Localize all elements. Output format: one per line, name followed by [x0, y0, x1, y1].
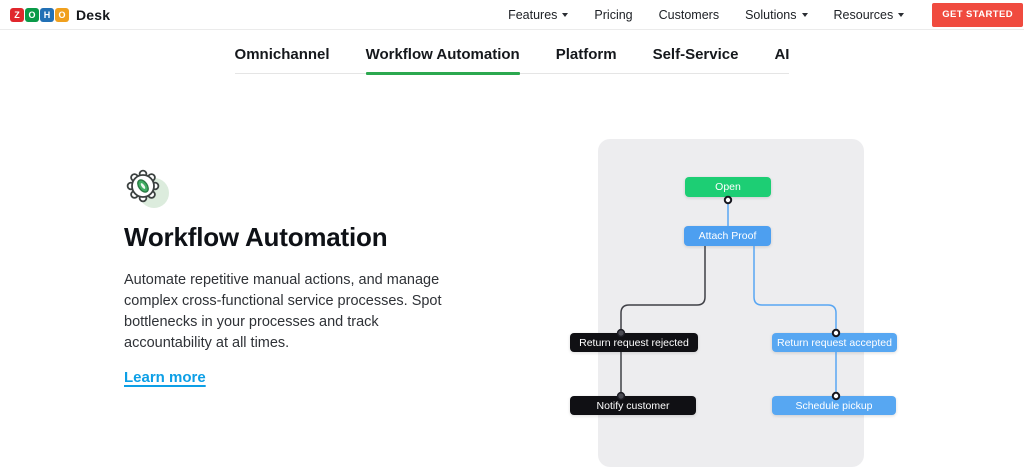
brand-logo[interactable]: Z O H O Desk — [10, 7, 110, 23]
tab-self-service[interactable]: Self-Service — [653, 46, 739, 73]
tab-ai[interactable]: AI — [774, 46, 789, 73]
chevron-down-icon — [801, 12, 808, 17]
chevron-down-icon — [562, 12, 569, 17]
flow-node-schedule-pickup[interactable]: Schedule pickup — [772, 396, 896, 415]
tab-omnichannel[interactable]: Omnichannel — [235, 46, 330, 73]
logo-tile-h: H — [40, 7, 54, 22]
tab-ai-label: AI — [774, 46, 790, 63]
nav-item-pricing-label: Pricing — [594, 7, 633, 22]
tab-platform-label: Platform — [555, 46, 617, 63]
feature-tabs: Omnichannel Workflow Automation Platform… — [0, 30, 1024, 75]
nav-item-resources-label: Resources — [833, 7, 894, 22]
logo-tile-z: Z — [10, 7, 24, 22]
tab-self-service-label: Self-Service — [652, 46, 739, 63]
chevron-down-icon — [898, 12, 905, 17]
logo-tile-o1: O — [25, 7, 39, 22]
flow-node-return-request-accepted[interactable]: Return request accepted — [772, 333, 897, 352]
flow-node-notify-customer[interactable]: Notify customer — [570, 396, 696, 415]
tabs-strip: Omnichannel Workflow Automation Platform… — [234, 30, 790, 75]
zoho-logo: Z O H O — [10, 7, 69, 22]
flow-node-return-request-rejected[interactable]: Return request rejected — [570, 333, 698, 352]
gear-icon — [126, 169, 169, 208]
tab-platform[interactable]: Platform — [556, 46, 617, 73]
feature-description: Automate repetitive manual actions, and … — [124, 272, 442, 351]
nav-item-solutions-label: Solutions — [745, 7, 797, 22]
page-title: Workflow Automation — [124, 222, 388, 252]
nav-item-resources[interactable]: Resources — [834, 8, 905, 22]
active-tab-underline — [365, 72, 520, 75]
logo-tile-o2: O — [55, 7, 69, 22]
tab-workflow-automation-label: Workflow Automation — [365, 46, 520, 63]
product-name: Desk — [76, 6, 111, 23]
top-nav: Features Pricing Customers Solutions Res… — [508, 2, 1023, 27]
learn-more-link[interactable]: Learn more — [124, 369, 206, 386]
get-started-button[interactable]: GET STARTED — [932, 2, 1023, 27]
nav-item-features-label: Features — [508, 7, 558, 22]
nav-item-pricing[interactable]: Pricing — [594, 8, 632, 22]
nav-item-solutions[interactable]: Solutions — [745, 7, 808, 22]
flow-node-open[interactable]: Open — [685, 177, 771, 197]
top-header: Z O H O Desk Features Pricing Customers … — [0, 0, 1024, 30]
nav-item-customers[interactable]: Customers — [659, 8, 719, 22]
feature-intro: Workflow Automation Automate repetitive … — [124, 161, 470, 387]
tab-workflow-automation[interactable]: Workflow Automation — [365, 46, 520, 75]
flow-node-attach-proof[interactable]: Attach Proof — [684, 226, 771, 246]
nav-item-customers-label: Customers — [658, 7, 720, 22]
tab-omnichannel-label: Omnichannel — [234, 46, 330, 63]
nav-item-features[interactable]: Features — [508, 7, 569, 22]
